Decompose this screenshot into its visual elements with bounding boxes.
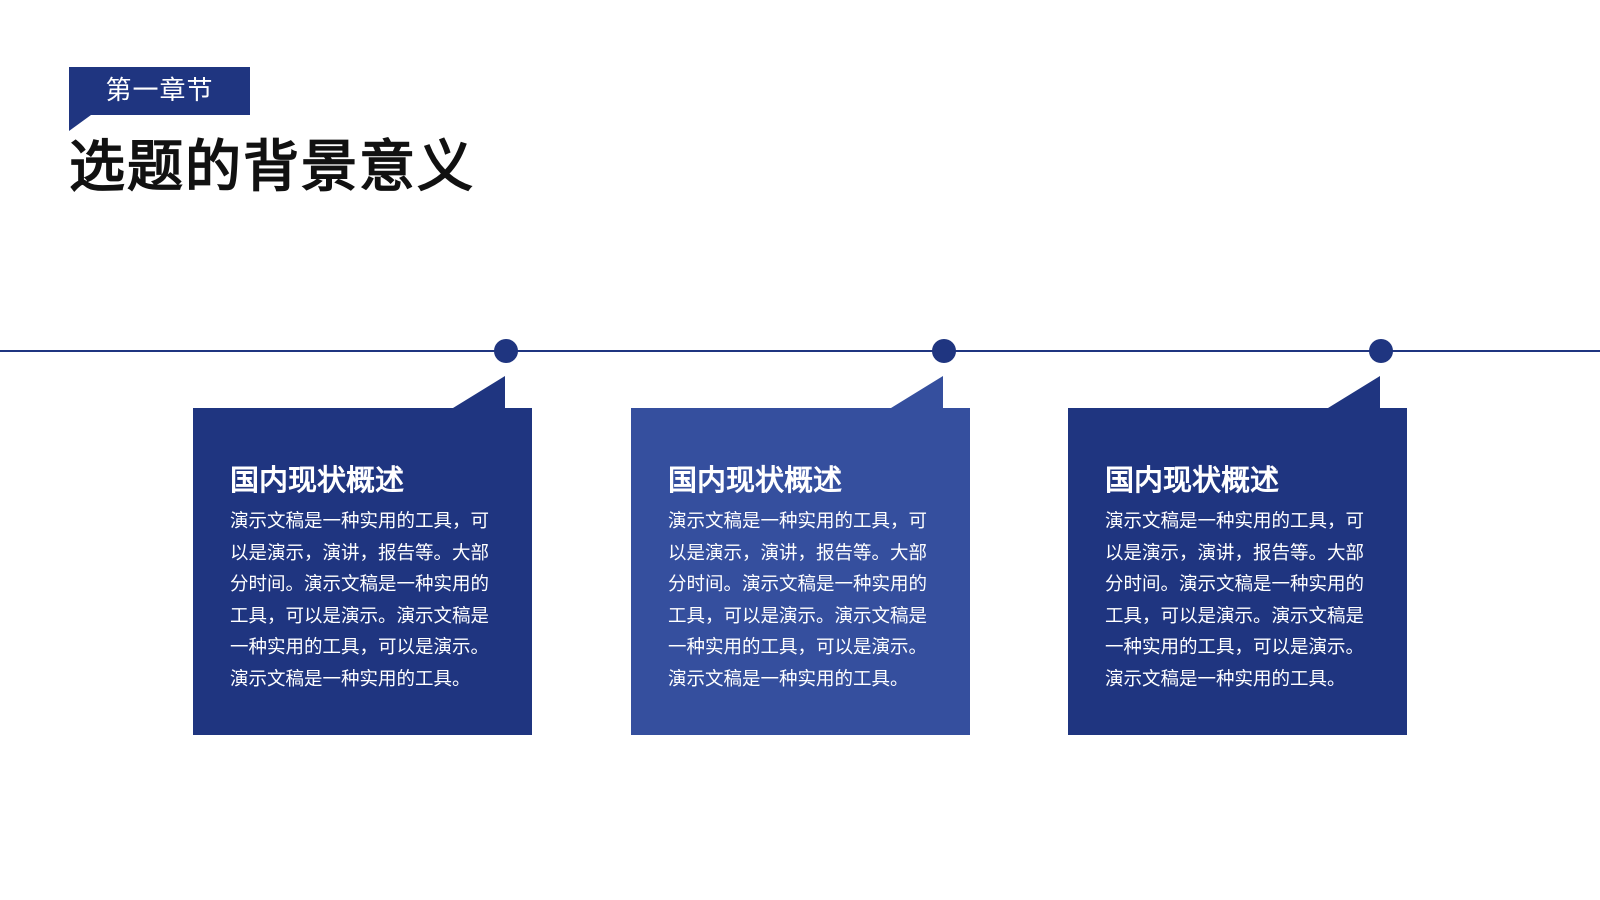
card-title: 国内现状概述 [668, 463, 843, 497]
card-pointer [891, 376, 943, 408]
info-card-1: 国内现状概述 演示文稿是一种实用的工具，可以是演示，演讲，报告等。大部分时间。演… [193, 376, 532, 735]
chapter-tag-tail [69, 115, 91, 131]
timeline-line [0, 350, 1600, 352]
card-title: 国内现状概述 [230, 463, 405, 497]
info-card-2: 国内现状概述 演示文稿是一种实用的工具，可以是演示，演讲，报告等。大部分时间。演… [631, 376, 970, 735]
card-pointer [1328, 376, 1380, 408]
card-body: 演示文稿是一种实用的工具，可以是演示，演讲，报告等。大部分时间。演示文稿是一种实… [230, 511, 490, 690]
timeline-dot-1 [494, 339, 518, 363]
card-body: 演示文稿是一种实用的工具，可以是演示，演讲，报告等。大部分时间。演示文稿是一种实… [668, 511, 928, 690]
card-pointer [453, 376, 505, 408]
chapter-label: 第一章节 [105, 76, 214, 106]
info-card-3: 国内现状概述 演示文稿是一种实用的工具，可以是演示，演讲，报告等。大部分时间。演… [1068, 376, 1407, 735]
card-title: 国内现状概述 [1105, 463, 1280, 497]
page-title: 选题的背景意义 [69, 135, 475, 200]
card-body: 演示文稿是一种实用的工具，可以是演示，演讲，报告等。大部分时间。演示文稿是一种实… [1105, 511, 1365, 690]
timeline-dot-2 [932, 339, 956, 363]
chapter-tag: 第一章节 [69, 67, 250, 131]
timeline-dot-3 [1369, 339, 1393, 363]
